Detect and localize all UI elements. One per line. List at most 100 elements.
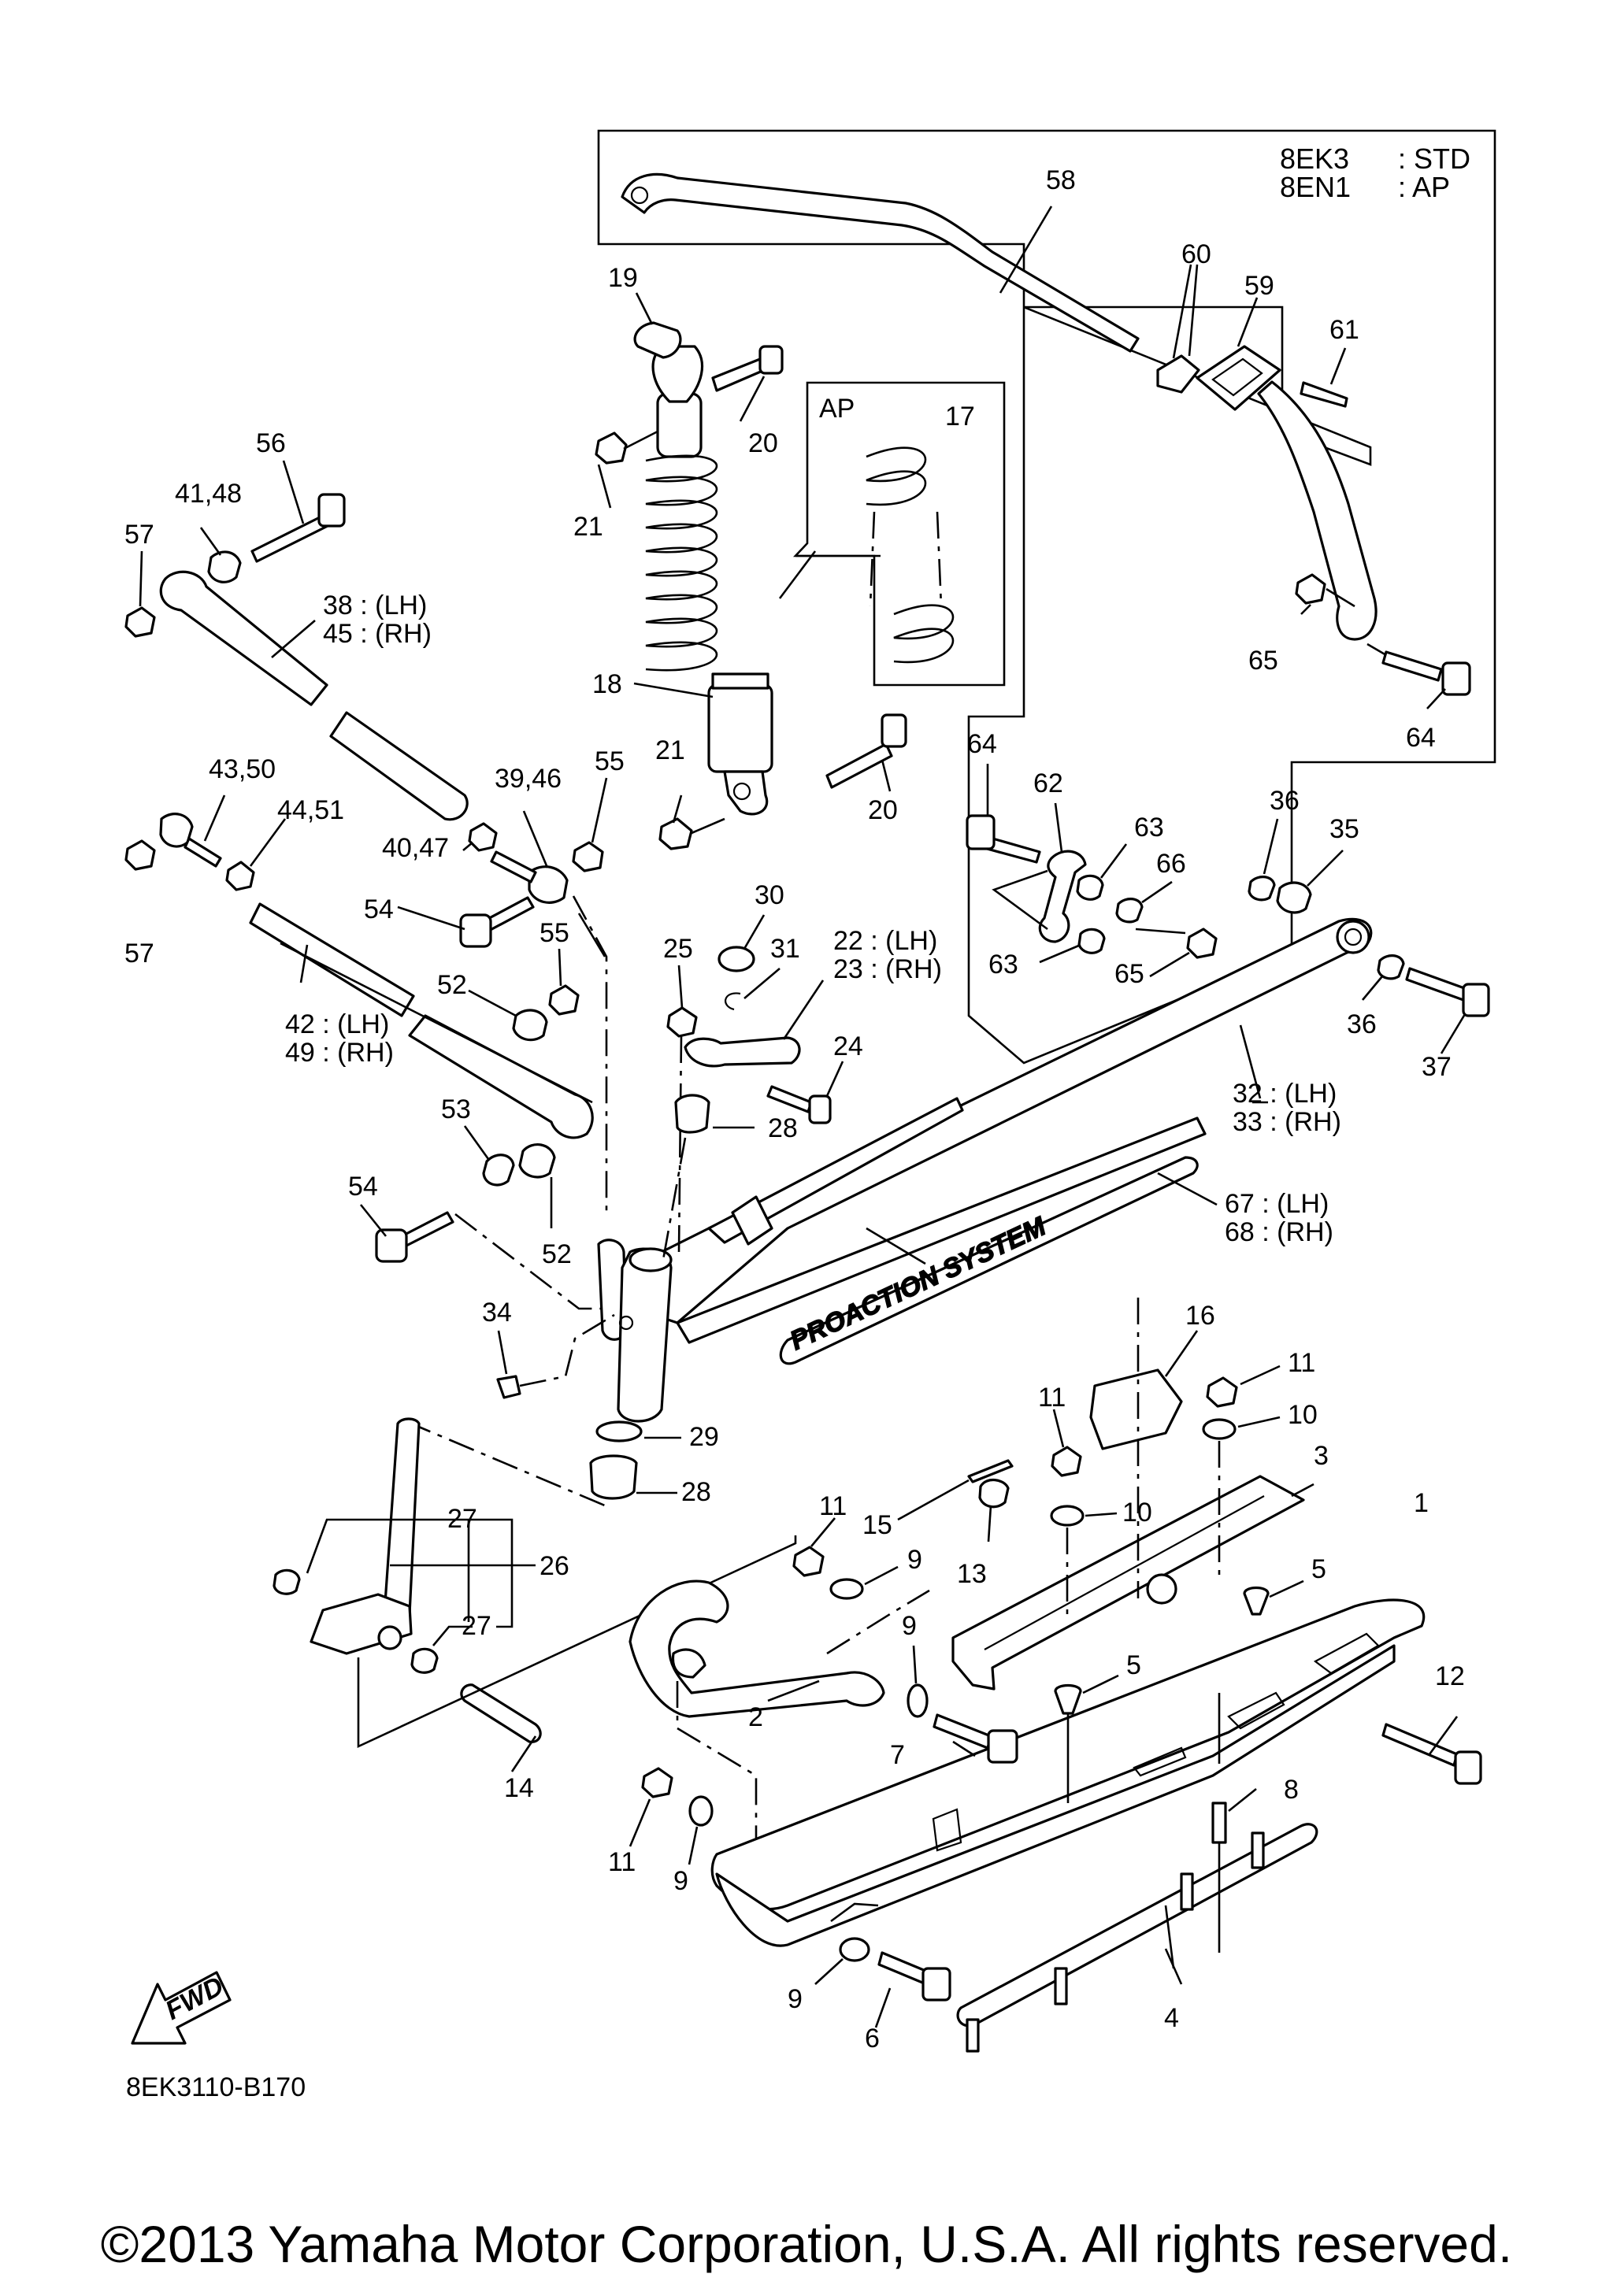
washer-9-side [907,1683,929,1718]
callout-20-top: 20 [748,428,778,458]
fwd-arrow: FWD [131,1971,232,2045]
nut-4451 [225,861,255,891]
spindle-housing [597,1239,673,1423]
callout-13: 13 [957,1559,987,1589]
bracket-2223 [684,1036,801,1068]
callout-64-top: 64 [1406,723,1436,753]
bolt-64-right [1381,650,1443,682]
callout-25: 25 [663,934,693,964]
bushing-27-left [273,1568,301,1595]
callout-60: 60 [1181,239,1211,269]
front-arm-frame [644,917,1373,1344]
callout-49-rh: 49 : (RH) [285,1038,394,1068]
nut-11-right [1206,1376,1238,1408]
copyright-notice: ©2013 Yamaha Motor Corporation, U.S.A. A… [100,2215,1513,2273]
bushing-63-top [1076,874,1104,901]
cap-30 [718,946,755,972]
screw-5-left [1054,1683,1082,1715]
callout-41-48: 41,48 [175,479,242,509]
ski-runner [956,1823,1318,2028]
bushing-63-bottom [1077,928,1106,954]
callout-35: 35 [1329,814,1359,844]
callout-27-bottom: 27 [462,1611,491,1641]
callout-57-bottom: 57 [124,939,154,968]
callout-55-top: 55 [595,746,625,776]
bushing-4148 [207,550,242,583]
callout-21-bottom: 21 [655,735,685,765]
callout-12: 12 [1435,1661,1465,1691]
stabilizer-arm [1257,380,1378,641]
callout-42-lh: 42 : (LH) [285,1009,389,1039]
callout-68-rh: 68 : (RH) [1225,1217,1333,1247]
callout-37: 37 [1422,1052,1452,1082]
rod-end-3946 [528,865,569,904]
callout-36-bottom: 36 [1347,1009,1377,1039]
callout-5-right: 5 [1311,1554,1326,1584]
washer-10-mid [1050,1505,1085,1527]
callout-15: 15 [862,1510,892,1540]
callout-4: 4 [1164,2003,1179,2033]
stopper-16 [1089,1368,1183,1450]
callout-11-mid: 11 [1038,1383,1066,1413]
washer-36-top [1248,876,1276,902]
callout-61: 61 [1329,315,1359,345]
bushing-35 [1276,881,1312,914]
callout-54-bottom: 54 [348,1172,378,1202]
callout-9-handle: 9 [907,1545,922,1575]
callout-9-side: 9 [902,1611,917,1641]
bolt-37 [1405,967,1468,1002]
model-frame [597,129,1496,1065]
bolt-56 [250,514,329,563]
callout-10-mid: 10 [1122,1498,1152,1528]
callout-9-ski: 9 [673,1866,688,1896]
callout-64-left: 64 [967,729,997,759]
nut-57-bottom [124,839,156,871]
nut-21-top [595,431,628,465]
washer-9-ski [688,1795,714,1827]
callout-55-mid: 55 [540,918,569,948]
nut-13 [978,1479,1010,1509]
callout-28-bottom: 28 [681,1477,711,1507]
nut-55-mid [548,984,580,1016]
callout-65-top: 65 [1248,646,1278,676]
washer-10-right [1202,1418,1237,1440]
callout-32-lh: 32 : (LH) [1233,1079,1337,1109]
callout-33-rh: 33 : (RH) [1233,1107,1341,1137]
callout-62: 62 [1033,768,1063,798]
callout-3: 3 [1314,1441,1329,1471]
steering-spindle [310,1417,421,1655]
callout-6: 6 [865,2024,880,2053]
callout-20-bottom: 20 [868,795,898,825]
callout-7: 7 [890,1740,905,1770]
bushing-60 [1156,354,1200,394]
nut-65-top [1295,573,1326,605]
callout-63-bottom: 63 [988,950,1018,980]
callouts: 58 60 59 61 19 20 AP 17 21 56 41,48 57 3… [124,165,1465,2053]
washer-9-bottom [839,1937,870,1962]
bushing-52-top [512,1009,548,1042]
callout-24: 24 [833,1031,863,1061]
bushing-19 [633,321,682,359]
callout-14: 14 [504,1773,534,1803]
callout-66: 66 [1156,849,1186,879]
callout-11-handle: 11 [819,1491,847,1521]
callout-38-lh: 38 : (LH) [323,591,427,620]
nut-4047 [468,822,498,852]
callout-67-lh: 67 : (LH) [1225,1189,1329,1219]
collar-53 [482,1154,515,1187]
callout-43-50: 43,50 [209,754,276,784]
nut-11-handle [792,1546,825,1577]
bolt-34 [496,1375,521,1399]
callout-8: 8 [1284,1775,1299,1805]
callout-23-rh: 23 : (RH) [833,954,942,984]
nut-21-bottom [658,817,693,850]
bushing-52-bottom [518,1143,556,1179]
ski-handle [629,1579,885,1718]
callout-17: 17 [945,402,975,431]
shock-absorber [645,345,773,816]
diagram-code: 8EK3110-B170 [126,2072,306,2102]
callout-1: 1 [1414,1488,1429,1518]
model-variant-std: : STD [1398,143,1470,175]
callout-27-top: 27 [447,1504,477,1534]
model-variant-ap: : AP [1398,171,1450,203]
